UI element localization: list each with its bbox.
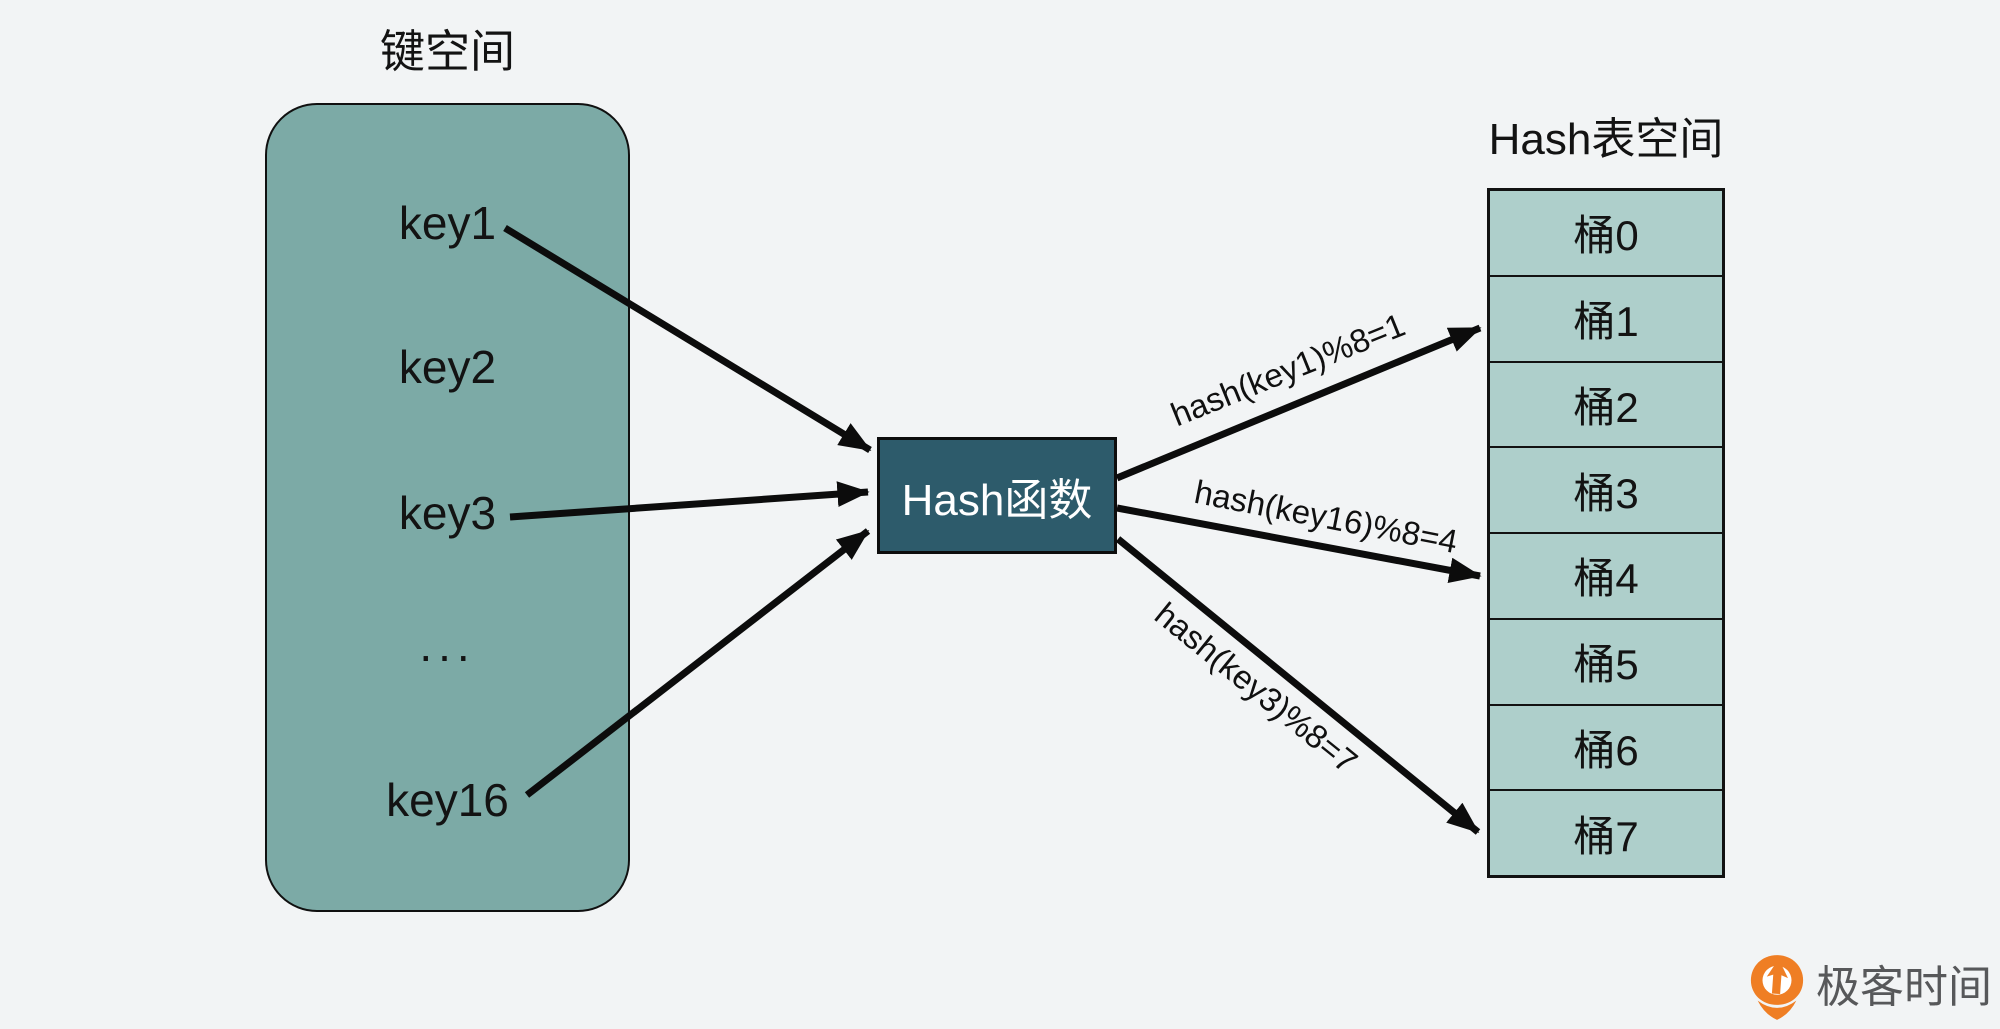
geektime-logo: 极客时间 xyxy=(1748,954,1992,1022)
bucket-row-0: 桶0 xyxy=(1490,191,1722,275)
bucket-row-7: 桶7 xyxy=(1490,789,1722,875)
key-item-key1: key1 xyxy=(398,197,497,249)
hash-table: 桶0 桶1 桶2 桶3 桶4 桶5 桶6 桶7 xyxy=(1487,188,1725,878)
bucket-row-6: 桶6 xyxy=(1490,703,1722,790)
arrow-label-hash-key16: hash(key16)%8=4 xyxy=(1191,472,1461,561)
bucket-row-2: 桶2 xyxy=(1490,360,1722,447)
hash-table-title: Hash表空间 xyxy=(1488,115,1724,164)
key-item-ellipsis: ... xyxy=(419,619,476,671)
key-item-key16: key16 xyxy=(386,774,509,826)
hash-function-box: Hash函数 xyxy=(877,437,1117,554)
bucket-row-1: 桶1 xyxy=(1490,274,1722,361)
geektime-icon xyxy=(1750,955,1804,1020)
hash-function-label: Hash函数 xyxy=(901,475,1093,525)
key-item-key3: key3 xyxy=(398,487,497,539)
key-item-key2: key2 xyxy=(398,341,497,393)
geektime-logo-text: 极客时间 xyxy=(1816,963,1992,1012)
arrow-label-hash-key3: hash(key3)%8=7 xyxy=(1148,595,1365,781)
key-space-title: 键空间 xyxy=(379,26,515,77)
arrow-label-hash-key1: hash(key1)%8=1 xyxy=(1165,305,1410,434)
bucket-row-3: 桶3 xyxy=(1490,446,1722,532)
bucket-row-4: 桶4 xyxy=(1490,532,1722,618)
bucket-row-5: 桶5 xyxy=(1490,617,1722,704)
arrow-hash-to-bucket7 xyxy=(1115,536,1481,835)
